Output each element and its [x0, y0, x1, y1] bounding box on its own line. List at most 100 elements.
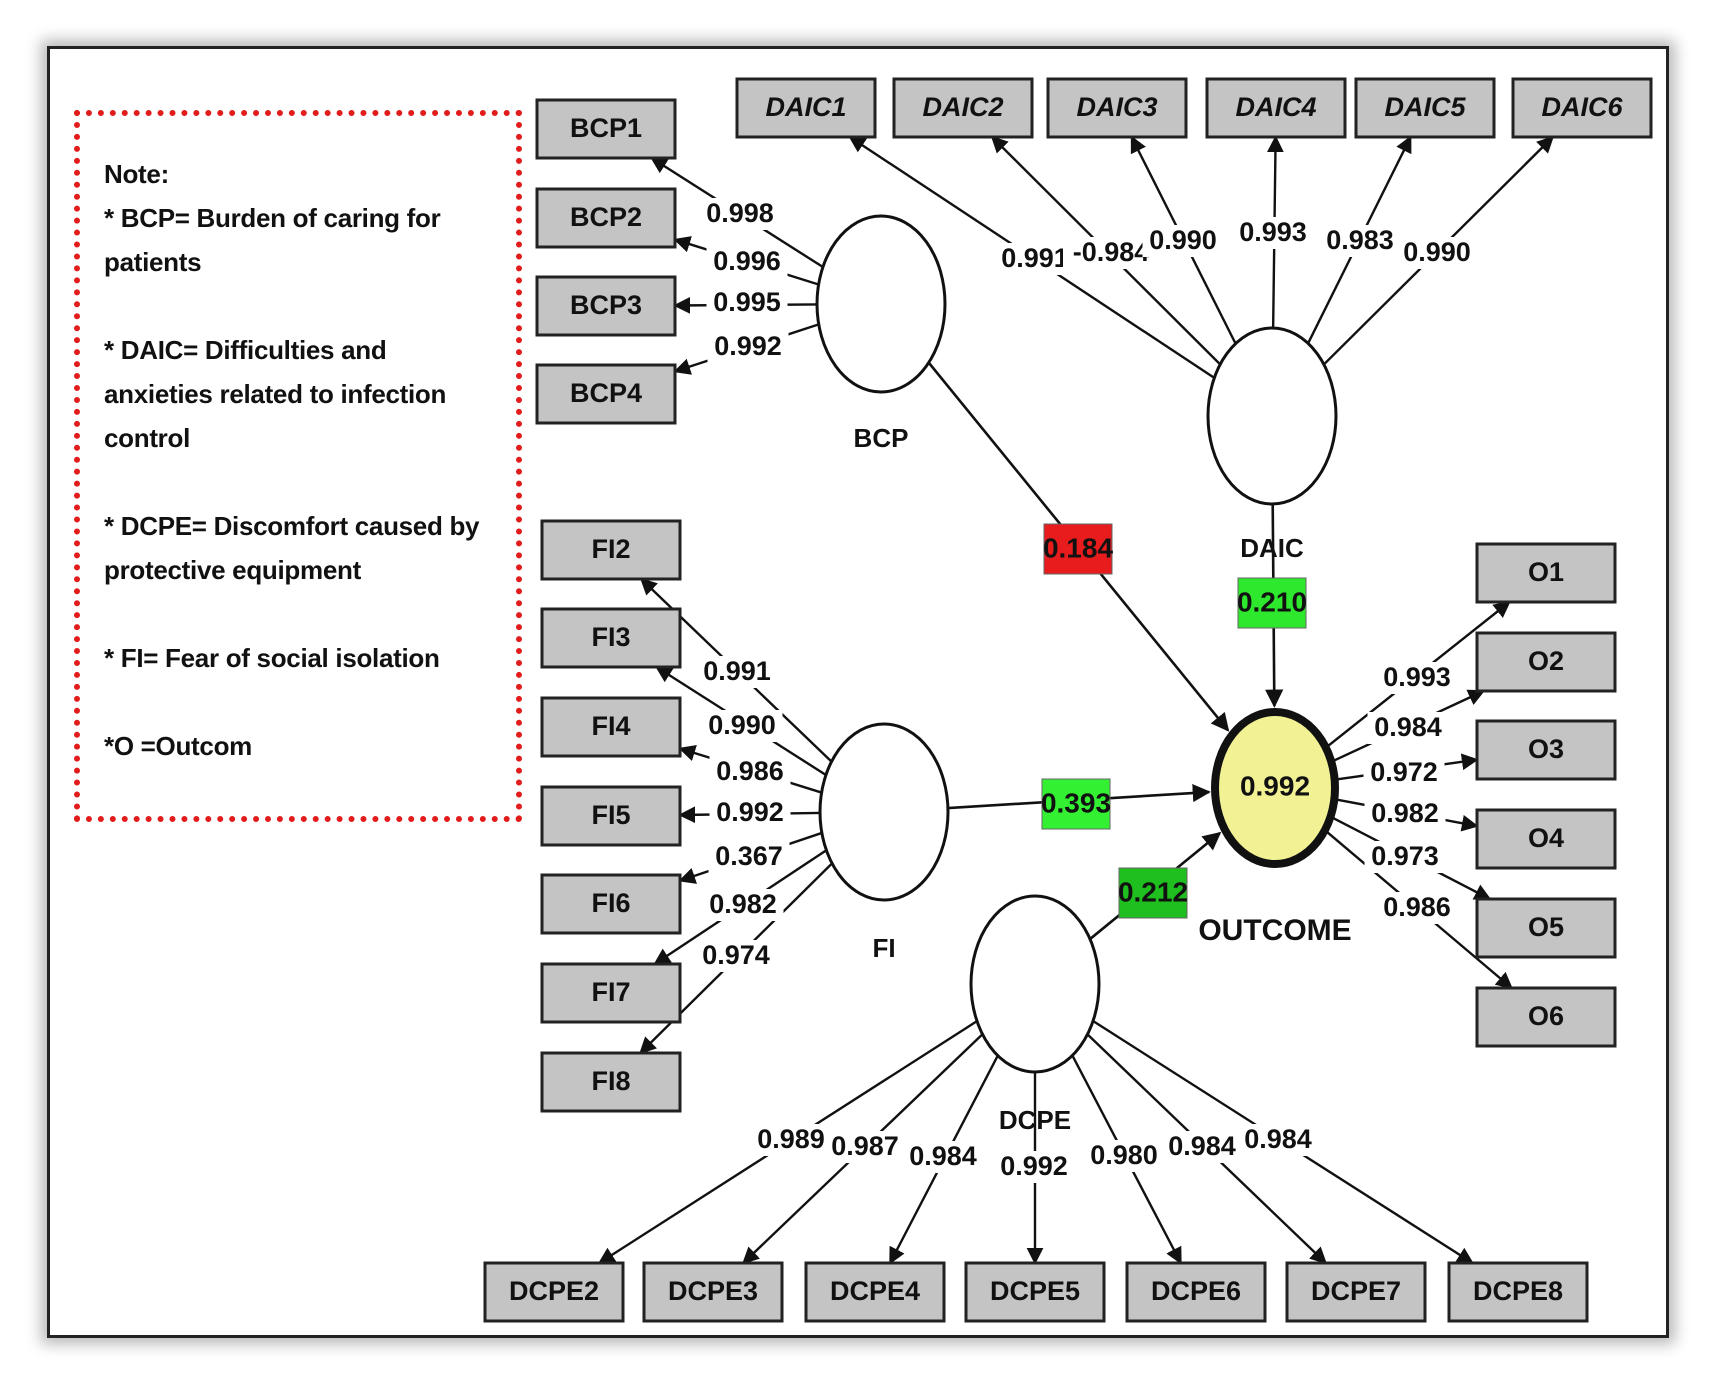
loading-bg	[701, 710, 783, 742]
indicator-box-bcp1	[535, 98, 677, 160]
indicator-box-dcpe8	[1447, 1261, 1589, 1323]
indicator-box-o3	[1475, 719, 1617, 781]
indicator-box-daic3	[1046, 77, 1188, 139]
construct-daic	[1206, 326, 1338, 506]
loading-bg	[1363, 757, 1445, 789]
construct-label-dcpe: DCPE	[999, 1105, 1071, 1135]
indicator-label-bcp1: BCP1	[570, 113, 642, 143]
loading-value-daic6: 0.990	[1403, 237, 1471, 267]
indicator-box-fi4	[540, 696, 682, 758]
loading-value-fi6: 0.367	[715, 841, 783, 871]
loading-bg	[750, 1124, 832, 1156]
loading-value-fi4: 0.986	[716, 756, 784, 786]
loading-bg	[993, 1151, 1075, 1183]
indicator-label-dcpe5: DCPE5	[990, 1276, 1080, 1306]
construct-outcome	[1211, 708, 1339, 868]
loading-bg	[1237, 1124, 1319, 1156]
loading-value-daic5: 0.983	[1326, 225, 1394, 255]
construct-label-fi: FI	[872, 933, 895, 963]
indicator-label-dcpe6: DCPE6	[1151, 1276, 1241, 1306]
indicator-box-daic6	[1511, 77, 1653, 139]
indicator-label-fi4: FI4	[591, 711, 630, 741]
loading-value-fi8: 0.974	[702, 940, 770, 970]
indicator-label-daic1: DAIC1	[765, 92, 846, 122]
loading-bg	[1364, 841, 1446, 873]
note-item-outcome: *O =Outcom	[104, 731, 252, 761]
loading-value-dcpe7: 0.984	[1168, 1131, 1236, 1161]
note-item-dcpe: * DCPE= Discomfort caused by protective …	[104, 511, 487, 585]
construct-fi	[818, 722, 950, 902]
note-item-fi: * FI= Fear of social isolation	[104, 643, 440, 673]
loading-bg	[902, 1141, 984, 1173]
indicator-label-dcpe7: DCPE7	[1311, 1276, 1401, 1306]
indicator-box-o2	[1475, 631, 1617, 693]
indicator-label-dcpe4: DCPE4	[830, 1276, 920, 1306]
indicator-label-fi7: FI7	[591, 977, 630, 1007]
indicator-box-daic2	[892, 77, 1034, 139]
note-title: Note:	[104, 159, 169, 189]
note-item-daic: * DAIC= Difficulties and anxieties relat…	[104, 335, 454, 453]
indicator-box-dcpe7	[1285, 1261, 1427, 1323]
loading-bg	[1396, 237, 1478, 269]
indicator-box-daic1	[735, 77, 877, 139]
construct-bcp	[815, 214, 947, 394]
path-coef-dcpe: 0.212	[1118, 876, 1188, 907]
indicator-label-daic5: DAIC5	[1384, 92, 1466, 122]
indicator-label-o6: O6	[1528, 1001, 1564, 1031]
indicator-label-fi2: FI2	[591, 534, 630, 564]
indicator-label-dcpe8: DCPE8	[1473, 1276, 1563, 1306]
indicator-box-fi8	[540, 1051, 682, 1113]
loading-value-daic1: 0.991	[1001, 243, 1069, 273]
indicator-box-fi2	[540, 519, 682, 581]
loading-bg	[1161, 1131, 1243, 1163]
indicator-box-o4	[1475, 808, 1617, 870]
construct-label-outcome: OUTCOME	[1198, 914, 1351, 947]
indicator-box-fi3	[540, 607, 682, 669]
indicator-label-daic6: DAIC6	[1541, 92, 1623, 122]
loading-bg	[709, 756, 791, 788]
loading-value-daic2: -0.984	[1073, 237, 1150, 267]
loading-value-bcp4: 0.992	[714, 331, 782, 361]
loading-value-o4: 0.982	[1371, 798, 1439, 828]
loading-bg	[709, 797, 791, 829]
indicator-label-fi6: FI6	[591, 888, 630, 918]
loading-bg	[699, 198, 781, 230]
indicator-label-dcpe3: DCPE3	[668, 1276, 758, 1306]
indicator-box-bcp4	[535, 363, 677, 425]
loading-value-dcpe6: 0.980	[1090, 1140, 1158, 1170]
loading-bg	[1142, 225, 1224, 257]
indicator-box-dcpe5	[964, 1261, 1106, 1323]
indicator-label-dcpe2: DCPE2	[509, 1276, 599, 1306]
indicator-label-o4: O4	[1528, 823, 1564, 853]
indicator-label-fi5: FI5	[591, 800, 630, 830]
loading-bg	[994, 243, 1076, 275]
loading-bg	[706, 246, 788, 278]
indicator-label-o5: O5	[1528, 912, 1564, 942]
loading-value-o2: 0.984	[1374, 712, 1442, 742]
loading-value-fi5: 0.992	[716, 797, 784, 827]
path-coef-box-daic	[1237, 577, 1307, 629]
indicator-box-daic4	[1205, 77, 1347, 139]
loading-value-o5: 0.973	[1371, 841, 1439, 871]
outcome-r2-value: 0.992	[1240, 770, 1310, 801]
loading-value-daic4: 0.993	[1239, 217, 1307, 247]
loading-bg	[695, 940, 777, 972]
loading-value-fi3: 0.990	[708, 710, 776, 740]
note-box: Note: * BCP= Burden of caring for patien…	[74, 110, 522, 822]
path-coef-box-dcpe	[1118, 867, 1188, 919]
indicator-label-daic4: DAIC4	[1235, 92, 1316, 122]
loading-bg	[1232, 217, 1314, 249]
indicator-box-dcpe6	[1125, 1261, 1267, 1323]
loading-value-o6: 0.986	[1383, 892, 1451, 922]
indicator-label-o1: O1	[1528, 557, 1564, 587]
loading-value-bcp3: 0.995	[713, 287, 781, 317]
path-coef-box-fi	[1041, 778, 1111, 830]
loading-value-o3: 0.972	[1370, 757, 1438, 787]
loading-value-dcpe5: 0.992	[1000, 1151, 1068, 1181]
indicator-box-bcp2	[535, 187, 677, 249]
indicator-box-o5	[1475, 897, 1617, 959]
loading-bg	[1364, 798, 1446, 830]
loading-value-bcp1: 0.998	[706, 198, 774, 228]
construct-dcpe	[969, 894, 1101, 1074]
